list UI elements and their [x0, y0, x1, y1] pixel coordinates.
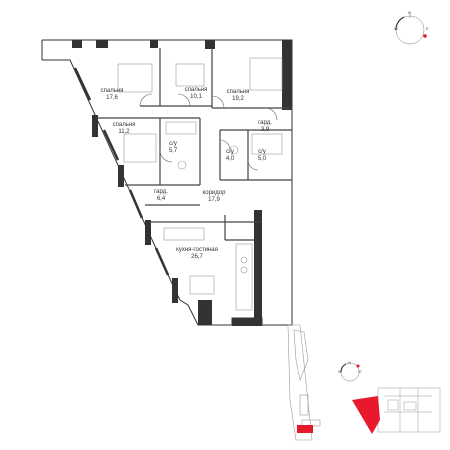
shower-icon [165, 121, 197, 135]
bathtub-icon [251, 133, 283, 155]
sink-icon [177, 160, 187, 170]
apartment-highlight [352, 396, 380, 434]
compass-north-label: N [408, 10, 411, 15]
room-label: гард.3,9 [258, 120, 272, 133]
furniture [117, 57, 283, 311]
partitions [96, 48, 292, 241]
bed-icon [117, 63, 153, 93]
kitchen-counter [235, 243, 253, 311]
windows [73, 67, 170, 276]
room-label: гард.6,4 [154, 189, 168, 202]
compass-icon [395, 12, 427, 45]
table-icon [189, 275, 215, 295]
bed-icon [249, 57, 283, 91]
compass-west-label: W [394, 26, 398, 31]
sofa-icon [163, 227, 205, 241]
toilet-icon [229, 145, 239, 155]
walls [72, 40, 292, 326]
compass-west-label: W [338, 369, 342, 374]
compass-east-label: E [359, 369, 362, 374]
bed-icon [175, 63, 205, 87]
apartment-highlight [297, 425, 313, 433]
bed-icon [123, 133, 157, 163]
compass-east-label: E [426, 26, 429, 31]
stove-icon [240, 256, 248, 264]
stove-icon [240, 266, 248, 274]
site-plan [287, 324, 321, 441]
building-plan [377, 387, 441, 433]
compass-north-label: N [348, 360, 351, 365]
compass-icon [340, 362, 360, 382]
